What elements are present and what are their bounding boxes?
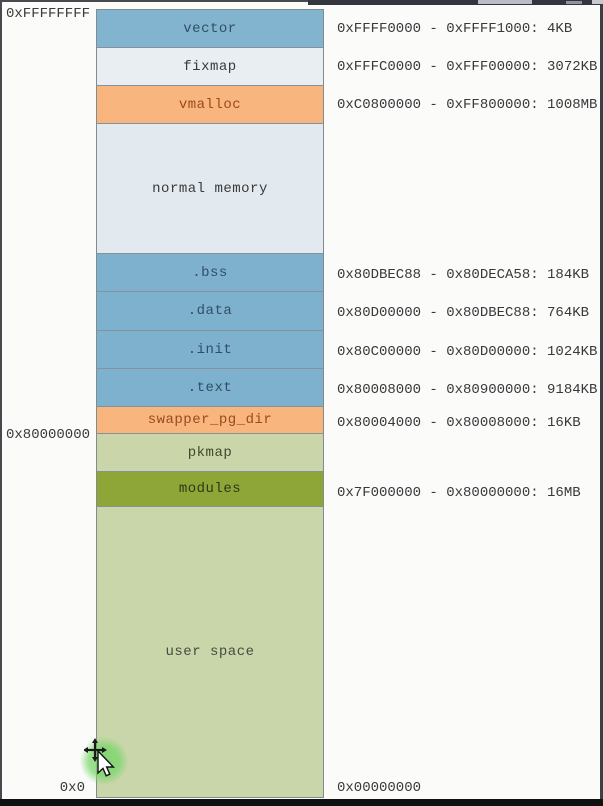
block-label: swapper_pg_dir [147,412,273,428]
range-annotation-fixmap: 0xFFFC0000 - 0xFFF00000: 3072KB [337,59,598,75]
block-label: vmalloc [178,96,242,113]
block-label: modules [178,481,242,497]
block-label: user space [165,644,255,660]
move-cursor-icon [84,738,116,777]
block-init: .init [97,331,323,369]
block-user-space: user space [97,507,323,797]
frame-right-edge [600,0,603,806]
addr-label-0x80000000: 0x80000000 [5,427,90,443]
bottom-black-bar [0,799,603,806]
range-annotation-swapper: 0x80004000 - 0x80008000: 16KB [337,415,581,431]
block-modules: modules [97,472,323,507]
block-text: .text [97,369,323,407]
block-fixmap: fixmap [97,48,323,86]
memory-map-stack: vector fixmap vmalloc normal memory .bss… [96,9,324,798]
addr-label-0x00000000: 0x00000000 [337,780,422,796]
block-label: fixmap [183,58,237,75]
block-pkmap: pkmap [97,434,323,472]
block-label: pkmap [187,444,233,461]
block-swapper-pg-dir: swapper_pg_dir [97,407,323,434]
block-label: normal memory [152,180,268,197]
block-normal-memory: normal memory [97,124,323,254]
addr-label-0x0: 0x0 [59,780,85,796]
block-label: .text [187,379,233,396]
top-right-patch [566,1,582,4]
range-annotation-text: 0x80008000 - 0x80900000: 9184KB [337,382,598,398]
frame-left-edge [0,0,2,806]
range-annotation-modules: 0x7F000000 - 0x80000000: 16MB [337,485,581,501]
block-vmalloc: vmalloc [97,86,323,124]
block-bss: .bss [97,254,323,292]
frame-top-edge [0,0,603,2]
block-label: vector [183,20,237,37]
top-right-patch [592,0,603,4]
addr-label-0xffffffff: 0xFFFFFFFF [5,6,90,22]
block-vector: vector [97,10,323,48]
top-right-strip [308,0,603,5]
range-annotation-bss: 0x80DBEC88 - 0x80DECA58: 184KB [337,267,590,283]
block-label: .data [187,303,233,319]
range-annotation-data: 0x80D00000 - 0x80DBEC88: 764KB [337,305,590,321]
top-right-patch [478,0,532,4]
range-annotation-vector: 0xFFFF0000 - 0xFFFF1000: 4KB [337,21,573,37]
block-label: .bss [192,264,228,281]
range-annotation-init: 0x80C00000 - 0x80D00000: 1024KB [337,344,598,360]
range-annotation-vmalloc: 0xC0800000 - 0xFF800000: 1008MB [337,97,598,113]
block-label: .init [187,341,233,358]
block-data: .data [97,292,323,331]
